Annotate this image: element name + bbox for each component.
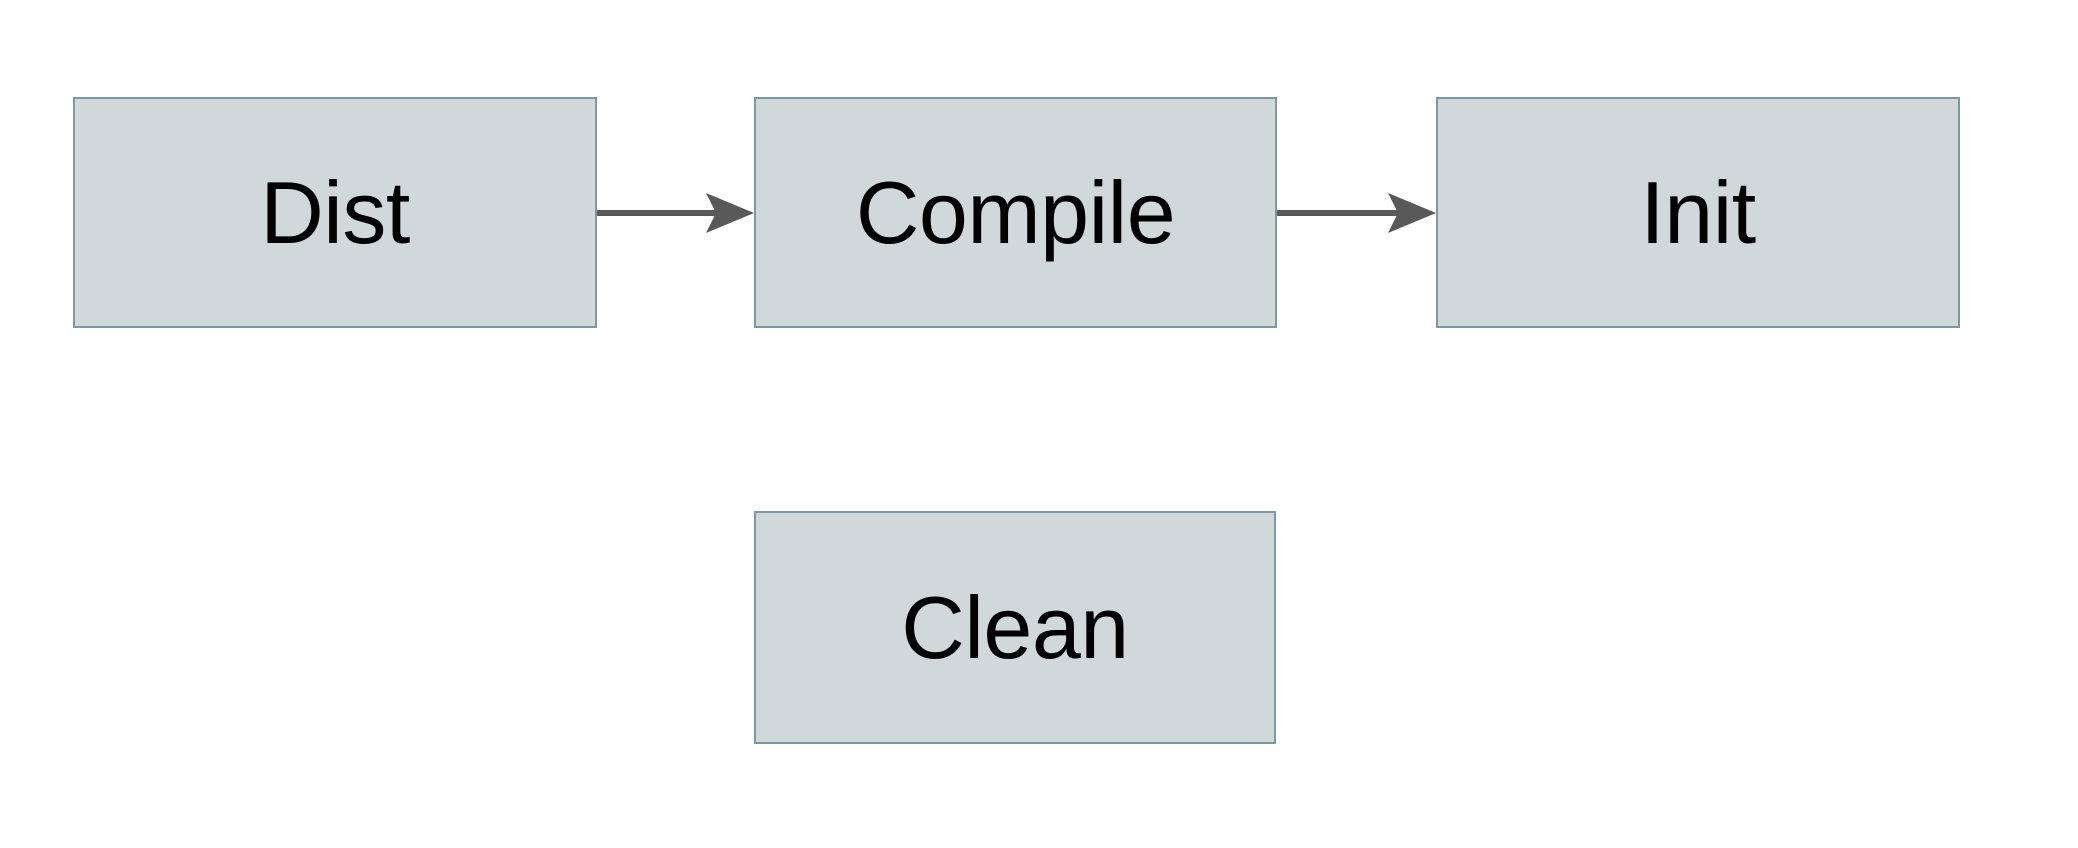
- flow-node-compile-label: Compile: [855, 162, 1176, 262]
- flow-node-compile[interactable]: Compile: [754, 97, 1277, 328]
- flow-node-clean[interactable]: Clean: [754, 511, 1276, 744]
- flow-node-init[interactable]: Init: [1436, 97, 1960, 328]
- flow-node-clean-label: Clean: [901, 577, 1129, 677]
- flow-node-dist-label: Dist: [260, 162, 410, 262]
- flow-node-init-label: Init: [1640, 162, 1756, 262]
- edge-dist-to-compile[interactable]: [597, 193, 754, 233]
- edge-compile-to-init[interactable]: [1277, 193, 1436, 233]
- edge-compile-to-init-arrowhead: [1388, 193, 1436, 233]
- edge-dist-to-compile-arrowhead: [706, 193, 754, 233]
- flow-node-dist[interactable]: Dist: [73, 97, 597, 328]
